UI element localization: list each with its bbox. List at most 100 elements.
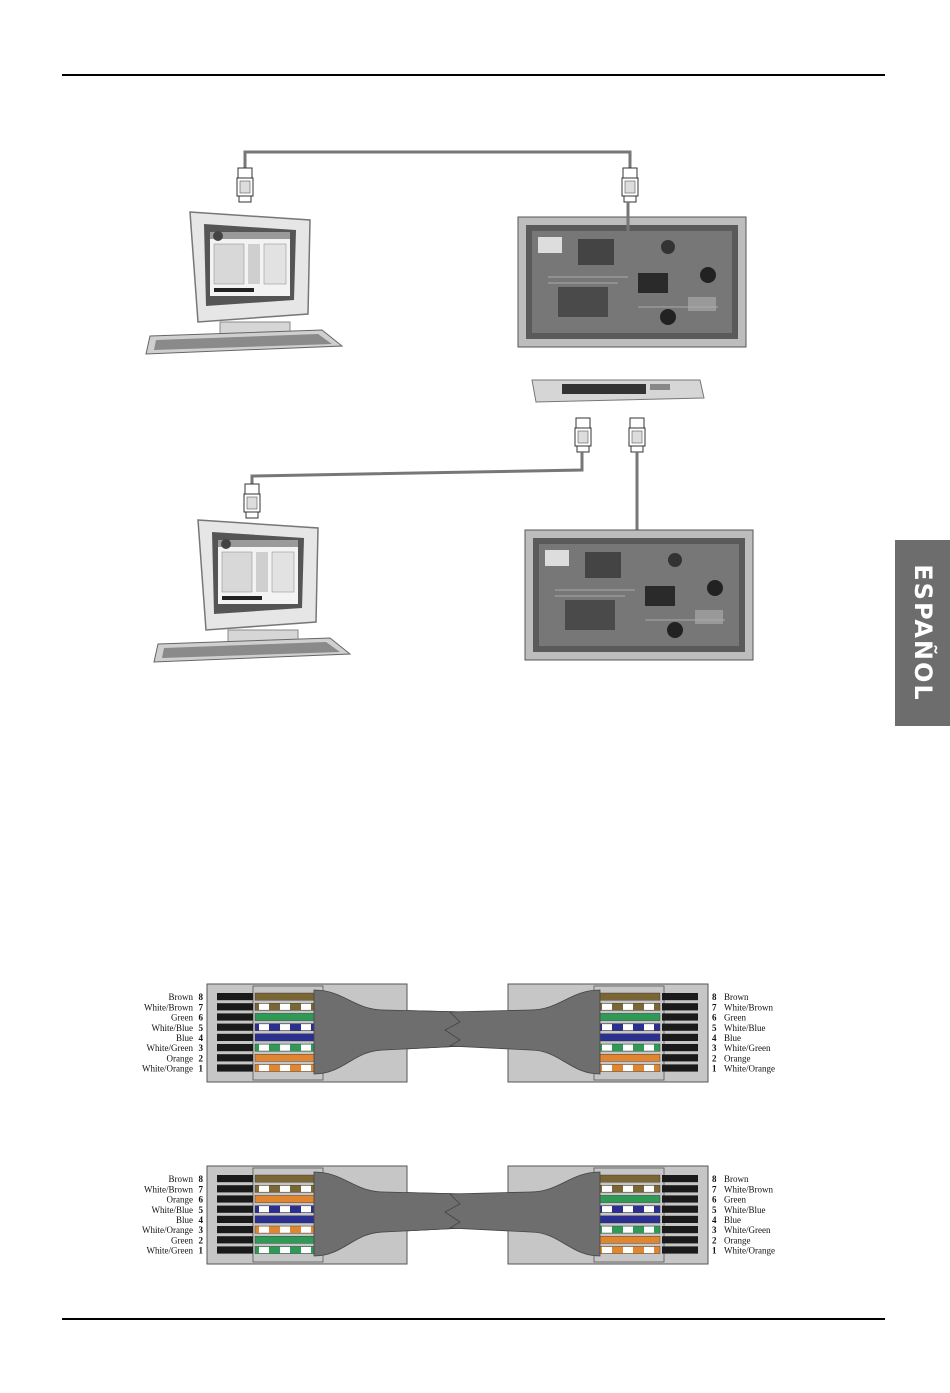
- computer-1: [145, 211, 343, 355]
- contact-pin: [662, 1054, 698, 1062]
- wire-label: Brown: [169, 1174, 194, 1184]
- contact-pin: [662, 1033, 698, 1041]
- pin-number: 5: [199, 1023, 204, 1033]
- wire-stripe: [259, 1003, 269, 1010]
- contact-pin: [217, 1013, 253, 1021]
- wire-label: Green: [724, 1013, 746, 1023]
- wire-stripe: [301, 1185, 311, 1192]
- wire-stripe: [259, 1246, 269, 1254]
- wire-label: White/Orange: [142, 1064, 193, 1074]
- wire-stripe: [602, 1044, 612, 1051]
- contact-pin: [217, 1044, 253, 1052]
- contact-pin: [217, 1003, 253, 1011]
- cable-plug: [243, 483, 261, 519]
- wire-stripe: [280, 1064, 290, 1072]
- pin-number: 1: [712, 1064, 717, 1074]
- wire-stripe: [301, 1226, 311, 1233]
- pin-number: 2: [199, 1053, 204, 1063]
- pin-number: 1: [199, 1064, 204, 1074]
- pin-number: 8: [712, 1174, 717, 1184]
- wire-stripe: [602, 1064, 612, 1072]
- language-tab: ESPAÑOL: [895, 540, 950, 726]
- wire-stripe: [602, 1024, 612, 1031]
- wire-label: White/Orange: [142, 1225, 193, 1235]
- wire-stripe: [644, 1226, 654, 1233]
- contact-pin: [217, 1205, 253, 1213]
- wire-label: Blue: [176, 1215, 193, 1225]
- pin-number: 4: [712, 1215, 717, 1225]
- wire-stripe: [280, 1185, 290, 1192]
- wire-label: White/Blue: [152, 1023, 194, 1033]
- cable-boot: [444, 989, 601, 1075]
- contact-pin: [217, 1185, 253, 1193]
- wire-stripe: [602, 1206, 612, 1213]
- contact-pin: [662, 1044, 698, 1052]
- pin-number: 6: [199, 1013, 204, 1023]
- wire-label: Orange: [724, 1053, 751, 1063]
- wire-stripe: [259, 1044, 269, 1051]
- wire-stripe: [602, 1226, 612, 1233]
- wire-label: Blue: [176, 1033, 193, 1043]
- pin-number: 8: [199, 1174, 204, 1184]
- pin-number: 7: [199, 1002, 204, 1012]
- pin-number: 5: [712, 1023, 717, 1033]
- wire-stripe: [644, 1003, 654, 1010]
- wire-label: White/Blue: [724, 1205, 766, 1215]
- wire-conductor: [597, 1235, 661, 1244]
- wire-conductor: [597, 1013, 661, 1021]
- wire-label: Brown: [724, 1174, 749, 1184]
- contact-pin: [662, 993, 698, 1001]
- computer-2: [153, 519, 351, 663]
- wire-conductor: [597, 992, 661, 1001]
- wire-label: Brown: [724, 992, 749, 1002]
- wire-label: Orange: [167, 1053, 194, 1063]
- wire-conductor: [254, 1174, 318, 1183]
- contact-pin: [217, 1023, 253, 1031]
- pin-number: 8: [712, 992, 717, 1002]
- wire-stripe: [644, 1206, 654, 1213]
- pin-number: 1: [199, 1246, 204, 1256]
- contact-pin: [662, 1023, 698, 1031]
- wire-label: Orange: [167, 1195, 194, 1205]
- wire-stripe: [644, 1024, 654, 1031]
- contact-pin: [662, 1236, 698, 1244]
- cable-boot: [444, 1171, 601, 1257]
- wire-conductor: [597, 1033, 661, 1042]
- language-tab-label: ESPAÑOL: [908, 564, 937, 702]
- wire-stripe: [280, 1003, 290, 1010]
- pin-number: 5: [199, 1205, 204, 1215]
- wire-stripe: [623, 1044, 633, 1051]
- contact-pin: [662, 1226, 698, 1234]
- contact-pin: [217, 1175, 253, 1183]
- contact-pin: [217, 1054, 253, 1062]
- pin-number: 1: [712, 1246, 717, 1256]
- contact-pin: [662, 1205, 698, 1213]
- pin-number: 2: [712, 1235, 717, 1245]
- pin-number: 3: [199, 1225, 204, 1235]
- contact-pin: [217, 1226, 253, 1234]
- pin-number: 4: [712, 1033, 717, 1043]
- wire-label: Green: [171, 1013, 193, 1023]
- contact-pin: [662, 1215, 698, 1223]
- wire-stripe: [623, 1003, 633, 1010]
- wire-stripe: [644, 1064, 654, 1072]
- wire-stripe: [301, 1044, 311, 1051]
- wire-label: White/Orange: [724, 1064, 775, 1074]
- wire-conductor: [254, 1235, 318, 1244]
- contact-pin: [217, 1215, 253, 1223]
- wire-stripe: [623, 1024, 633, 1031]
- cable-plug: [574, 417, 592, 453]
- wire-label: White/Brown: [144, 1184, 193, 1194]
- cable-plug: [621, 167, 639, 203]
- wire-label: Green: [724, 1195, 746, 1205]
- wire-label: Blue: [724, 1215, 741, 1225]
- contact-pin: [662, 1175, 698, 1183]
- pin-number: 6: [712, 1195, 717, 1205]
- wire-conductor: [254, 992, 318, 1001]
- pin-number: 3: [712, 1043, 717, 1053]
- pin-number: 3: [199, 1043, 204, 1053]
- wire-conductor: [254, 1013, 318, 1021]
- wire-stripe: [623, 1206, 633, 1213]
- wire-stripe: [644, 1185, 654, 1192]
- pin-number: 6: [712, 1013, 717, 1023]
